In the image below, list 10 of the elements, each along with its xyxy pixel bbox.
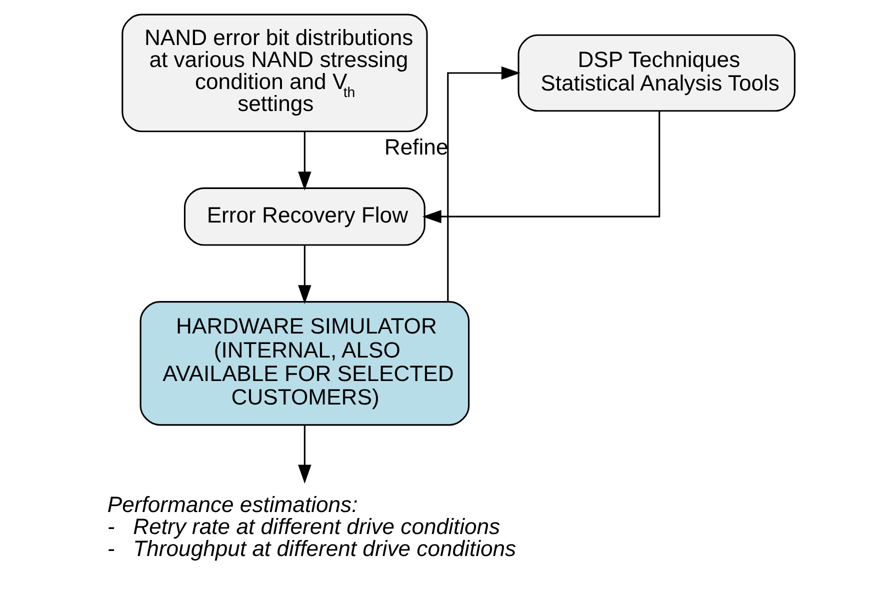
arrow: [298, 131, 311, 191]
arrow: [298, 425, 311, 484]
node-box: Error Recovery Flow: [183, 187, 425, 246]
arrow: [298, 246, 311, 304]
node-text: Performance estimations: - Retry rate at different drive conditions - Throughput at different drive conditions: [106, 492, 516, 562]
node-box: NAND error bit distributions at various NAND stressing condition and V$_{th}$ settings: [121, 14, 428, 132]
arrow: [446, 66, 520, 302]
arrow: [422, 111, 660, 224]
node-box: DSP Techniques Statistical Analysis Tools: [517, 34, 795, 112]
node-box: HARDWARE SIMULATOR (INTERNAL, ALSO AVAILABLE FOR SELECTED CUSTOMERS): [139, 301, 470, 426]
